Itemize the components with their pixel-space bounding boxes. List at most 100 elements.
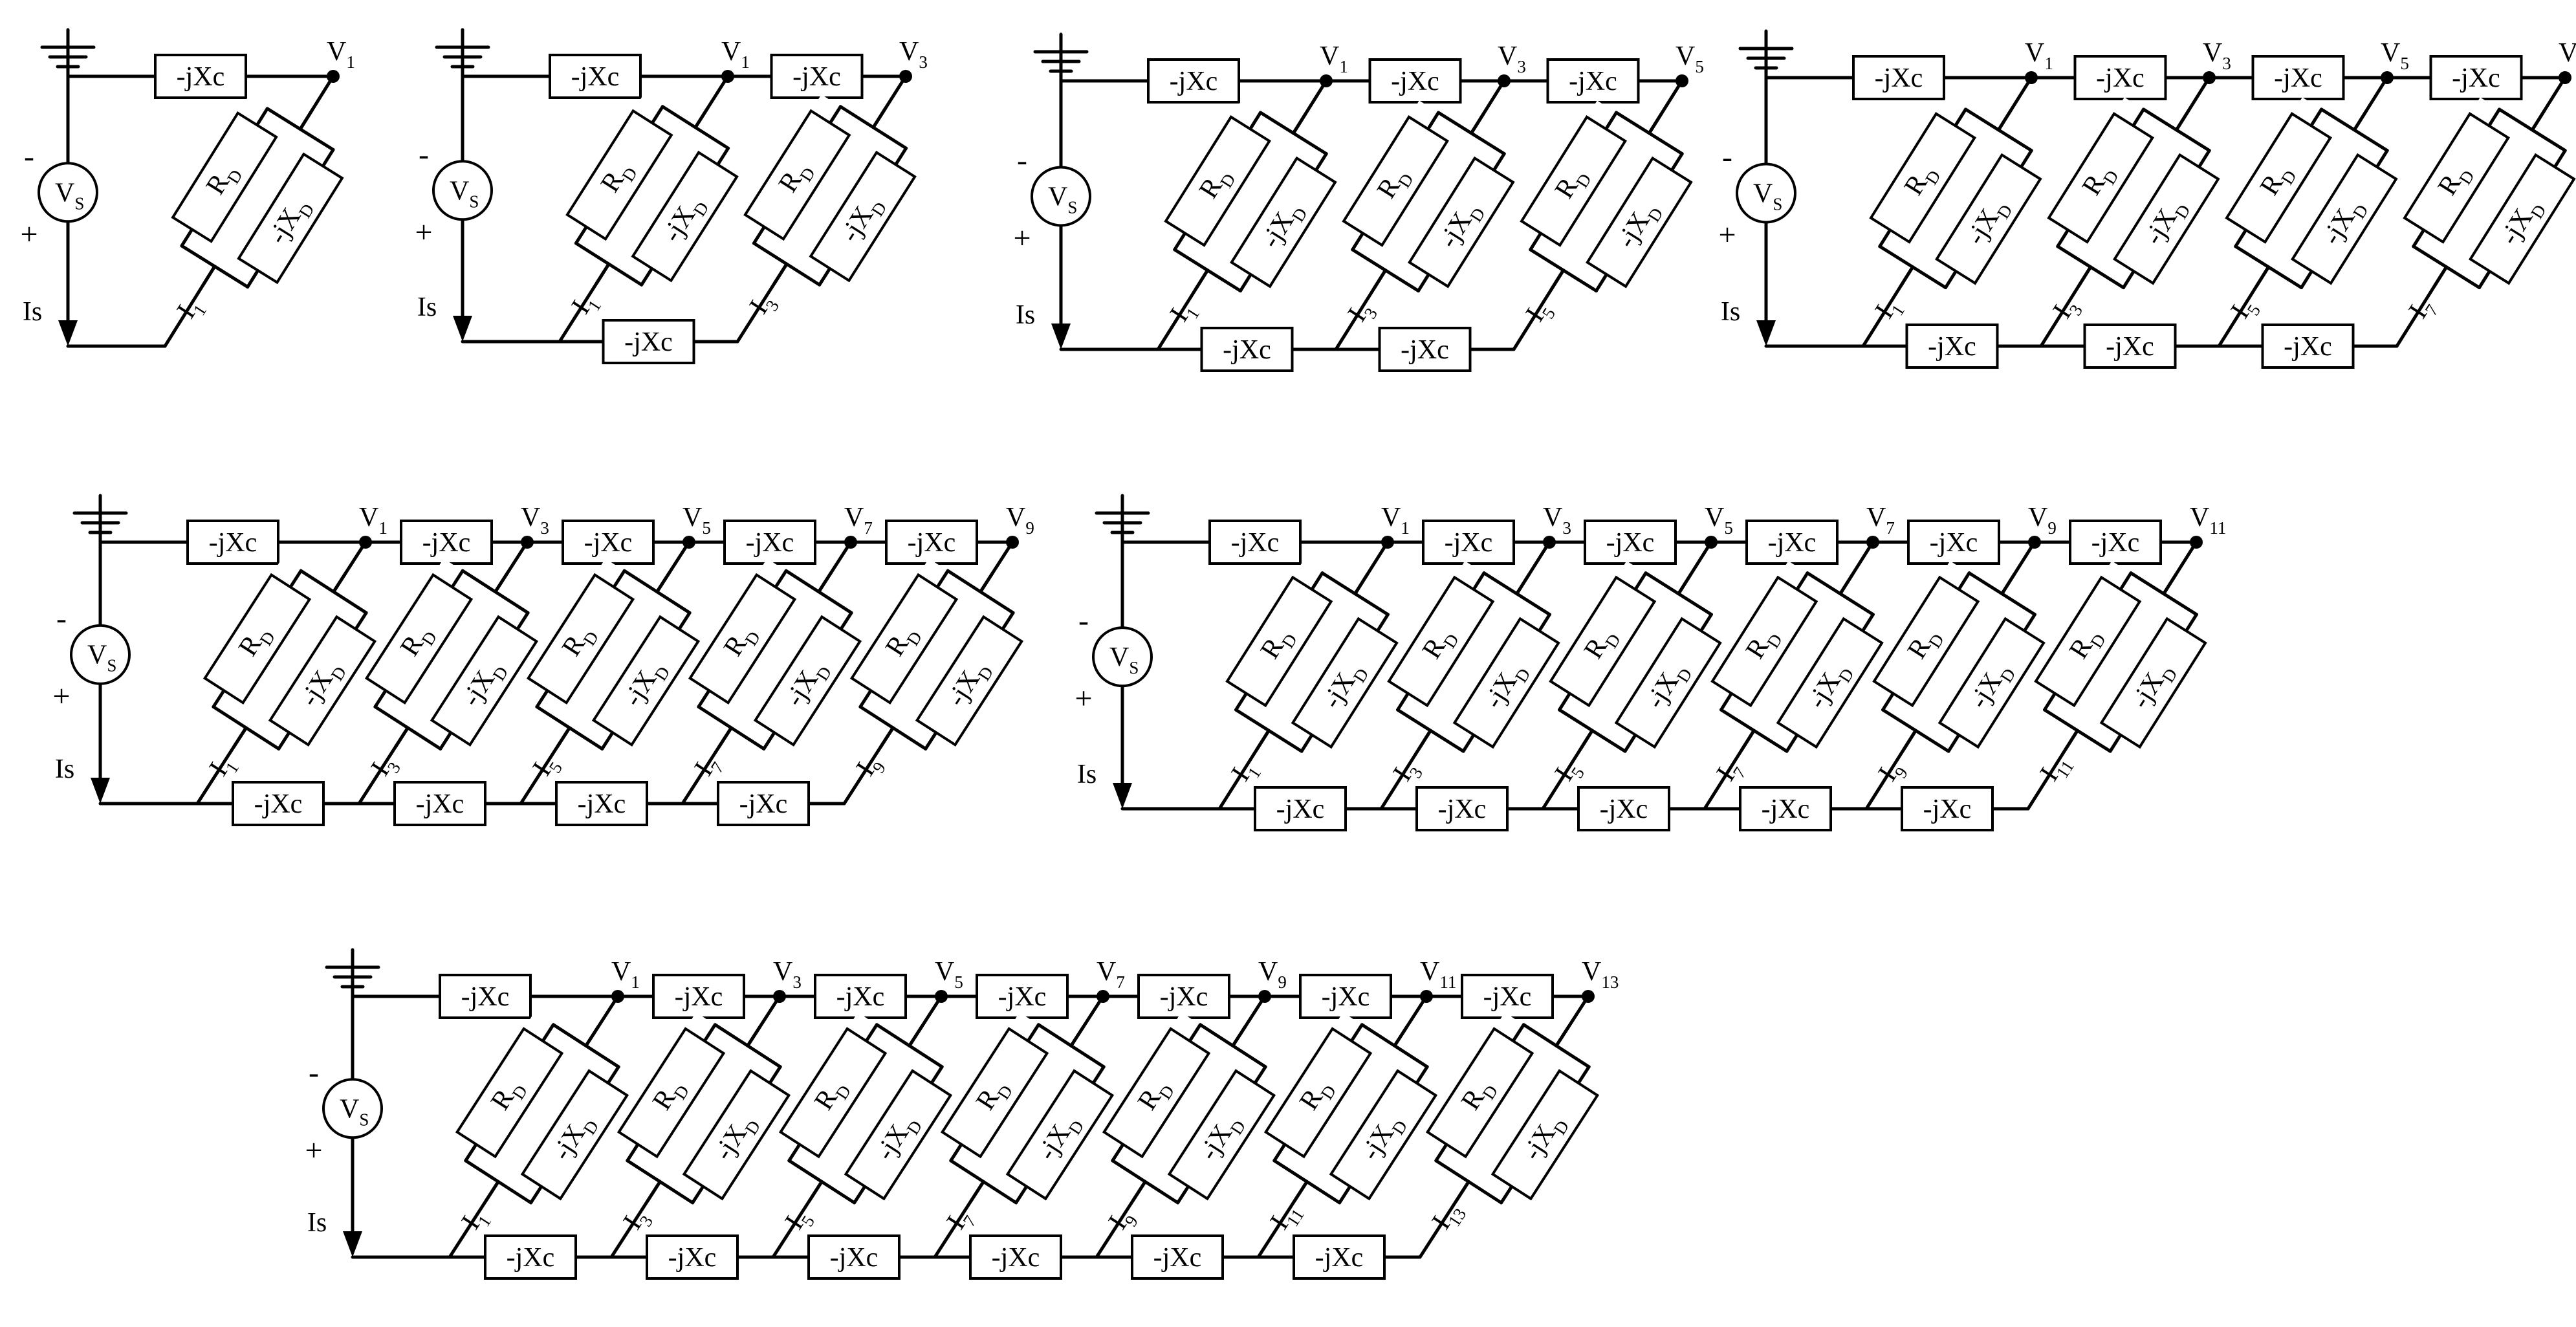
voltage-source: [1031, 166, 1091, 227]
block-rail: [212, 705, 281, 751]
node-label: V1: [1320, 41, 1348, 76]
node-label: V9: [1006, 503, 1034, 538]
top-capacitor: [439, 974, 532, 1019]
bottom-capacitor-label-text: -jXc: [1923, 795, 1972, 824]
source-current-label: Is: [55, 754, 74, 784]
top-capacitor-label: -jXc: [998, 982, 1047, 1012]
block-lead: [1492, 152, 1506, 172]
top-capacitor-label-text: -jXc: [998, 982, 1047, 1012]
top-capacitor-label: -jXc: [2091, 528, 2140, 558]
bottom-capacitor: [484, 1234, 577, 1280]
block-rail: [622, 569, 692, 615]
block-rail: [752, 241, 822, 287]
block-rail: [1434, 1159, 1503, 1205]
block-lead: [529, 1185, 543, 1205]
resistor-rd: [565, 109, 673, 241]
block-rail: [1437, 111, 1506, 156]
branch-current-label: I1: [1226, 755, 1265, 789]
source-current-label-text: Is: [1721, 297, 1740, 327]
node-label-text: V: [1320, 41, 1339, 71]
node-label-subscript: 9: [1025, 518, 1034, 538]
node-label-subscript: 3: [1562, 518, 1571, 538]
block-lead: [2108, 733, 2123, 753]
block-lead: [1069, 1025, 1086, 1047]
parallel-block: RD-jXD: [1155, 100, 1346, 303]
top-capacitor-label-text: -jXc: [1569, 67, 1617, 96]
top-capacitor-label: -jXc: [1875, 63, 1923, 93]
reactance-xd: [915, 615, 1024, 747]
block-rail: [949, 1159, 1018, 1205]
block-rail: [2043, 708, 2112, 753]
block-lead: [1515, 573, 1531, 596]
node-label-text: V: [1097, 957, 1116, 987]
node-label: V3: [2203, 38, 2231, 73]
resistor-rd: [1872, 575, 1980, 708]
top-capacitor-label-text: -jXc: [1391, 67, 1439, 96]
resistor-rd: [1102, 1027, 1211, 1159]
block-rail: [1878, 245, 1947, 290]
block-lead: [2254, 265, 2271, 288]
bottom-capacitor-label: -jXc: [1600, 795, 1648, 824]
resistor-rd: [1164, 115, 1272, 247]
top-capacitor-label-text: -jXc: [675, 982, 723, 1012]
branch-current-label: I3: [1388, 755, 1426, 789]
top-capacitor: [1208, 520, 1302, 565]
top-capacitor: [1461, 974, 1554, 1019]
parallel-block: RD-jXD: [518, 558, 709, 762]
block-lead: [1633, 571, 1648, 591]
node-label: V7: [1097, 957, 1125, 992]
node-label-text: V: [1006, 503, 1025, 532]
node-label-text: V: [2559, 38, 2576, 68]
node-label-text: V: [611, 957, 631, 987]
bottom-capacitor-label-text: -jXc: [992, 1243, 1040, 1273]
block-lead: [703, 1023, 717, 1043]
source-label-text: V: [55, 178, 74, 208]
block-lead: [373, 688, 387, 708]
node-label-subscript: 3: [792, 972, 802, 992]
resistor-rd: [1869, 112, 1977, 244]
source-label-subscript: S: [1129, 658, 1139, 677]
block-lead: [1943, 269, 1958, 290]
block-lead: [1416, 272, 1430, 293]
voltage-source: [432, 160, 493, 221]
node-label-text: V: [327, 37, 346, 67]
node-label: V3: [899, 37, 928, 72]
block-lead: [2352, 109, 2368, 132]
node-dot: [327, 70, 340, 83]
block-lead: [1238, 272, 1252, 293]
node-label-text: V: [1381, 503, 1401, 532]
source-plus-text: +: [1075, 681, 1092, 716]
block-lead: [1188, 1023, 1202, 1043]
block-lead: [439, 730, 453, 751]
block-lead: [494, 571, 510, 594]
branch-current-label: I11: [2035, 749, 2078, 789]
block-rail: [464, 1159, 533, 1205]
block-rail: [1719, 708, 1789, 753]
source-current-label-text: Is: [307, 1208, 327, 1238]
top-capacitor: [976, 974, 1069, 1019]
reactance-xd: [1490, 1069, 1600, 1201]
top-capacitor-label-text: -jXc: [1483, 982, 1532, 1012]
block-lead: [1699, 613, 1713, 633]
reactance-xd: [1005, 1069, 1115, 1201]
block-lead: [1785, 733, 1799, 753]
node-dot: [2190, 536, 2203, 549]
block-rail: [784, 569, 853, 615]
node-label: V1: [721, 37, 750, 72]
node-label-subscript: 3: [919, 52, 928, 72]
node-label: V7: [1866, 503, 1895, 538]
block-lead: [1426, 111, 1441, 131]
bottom-capacitor: [393, 781, 486, 826]
bottom-capacitor: [1901, 786, 1994, 831]
parallel-block: RD-jXD: [1255, 1012, 1446, 1215]
current-arrow: [1113, 783, 1132, 809]
top-capacitor-label-text: -jXc: [1875, 63, 1923, 93]
block-lead: [1272, 1143, 1287, 1163]
node-label-subscript: 3: [2222, 54, 2231, 73]
